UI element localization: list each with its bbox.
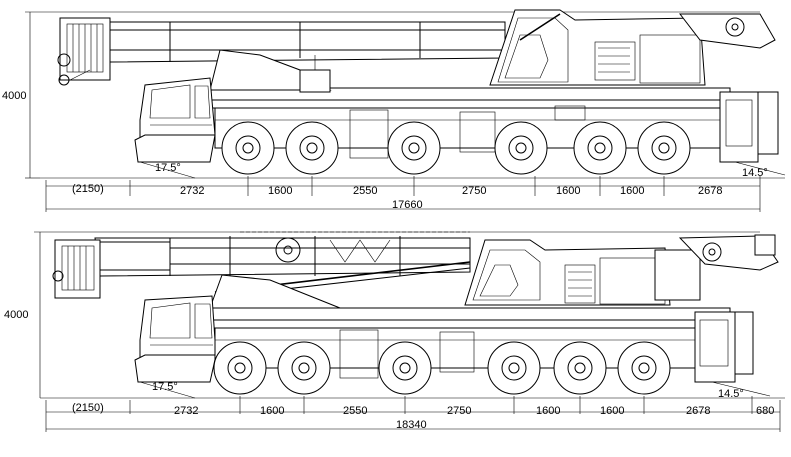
bottom-height-label: 4000 [4,309,28,321]
bottom-seg-2: 1600 [260,405,284,417]
bottom-angle-rear: 14.5° [718,388,744,400]
bottom-front-overhang: (2150) [72,402,104,414]
top-height-label: 4000 [2,90,26,102]
top-crane: 4000 [2,9,786,212]
bottom-wheels [213,341,671,395]
top-seg-5: 1600 [556,185,580,197]
top-angle-rear: 14.5° [742,167,768,179]
bottom-rear-extra: 680 [756,405,774,417]
bottom-seg-4: 2750 [447,405,471,417]
bottom-seg-5: 1600 [536,405,560,417]
bottom-crane: 4000 [4,231,785,432]
top-total: 17660 [392,199,423,211]
top-front-overhang: (2150) [72,183,104,195]
bottom-seg-6: 1600 [600,405,624,417]
bottom-total: 18340 [396,419,427,431]
bottom-seg-7: 2678 [686,405,710,417]
top-seg-2: 1600 [268,185,292,197]
top-seg-4: 2750 [462,185,486,197]
top-seg-3: 2550 [353,185,377,197]
top-seg-6: 1600 [620,185,644,197]
bottom-seg-3: 2550 [343,405,367,417]
bottom-angle-front: 17.5° [152,381,178,393]
bottom-seg-1: 2732 [174,405,198,417]
top-seg-1: 2732 [180,185,204,197]
top-seg-7: 2678 [698,185,722,197]
top-wheels [221,121,691,175]
top-angle-front: 17.5° [155,162,181,174]
